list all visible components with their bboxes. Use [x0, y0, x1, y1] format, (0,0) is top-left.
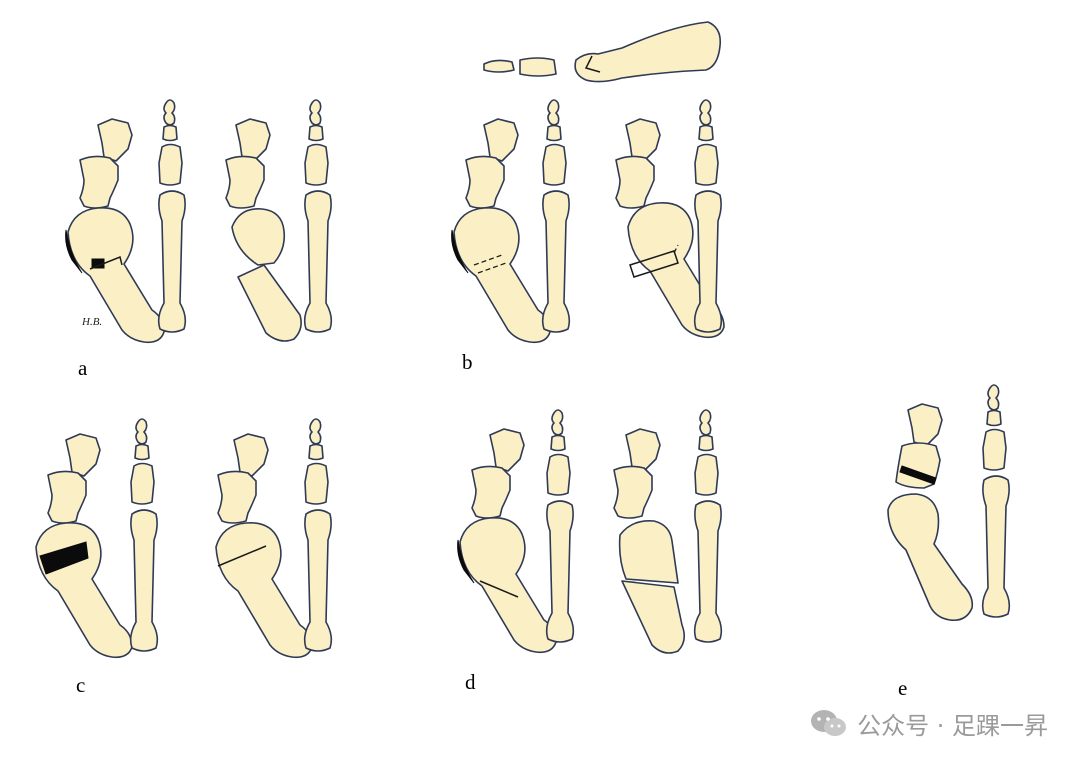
- panel-b-top-ray: [483, 21, 722, 83]
- wechat-icon: [811, 709, 847, 736]
- panel-c-ray2-right: [303, 418, 333, 652]
- panel-d-ray2-right: [693, 409, 723, 643]
- panel-b-ray2-left: [541, 99, 571, 333]
- panel-d-left: [457, 428, 557, 654]
- watermark: 公众号 · 足踝一昇: [809, 706, 1048, 741]
- panel-label-e: e: [898, 676, 908, 700]
- panel-c-right: [215, 433, 313, 659]
- panel-c-left: [35, 433, 133, 659]
- panel-b-right: [615, 118, 725, 339]
- panel-e-ray2: [981, 384, 1011, 618]
- panel-label-a: a: [78, 356, 88, 380]
- panel-c-ray2-left: [129, 418, 159, 652]
- panel-d-ray2-left: [545, 409, 575, 643]
- panel-a-left: [65, 118, 165, 344]
- panel-d-right: [613, 428, 686, 654]
- panel-label-d: d: [465, 670, 476, 694]
- panel-label-c: c: [76, 673, 86, 697]
- illustrator-signature: H.B.: [82, 316, 103, 328]
- panel-a-right: [225, 118, 302, 342]
- watermark-text: 公众号 · 足踝一昇: [857, 712, 1048, 740]
- panel-a-ray2-left: [157, 99, 187, 333]
- panel-e-hallux: [887, 403, 974, 622]
- panel-label-b: b: [462, 350, 473, 374]
- panel-b-left: [451, 118, 551, 344]
- panel-a-ray2-right: [303, 99, 333, 333]
